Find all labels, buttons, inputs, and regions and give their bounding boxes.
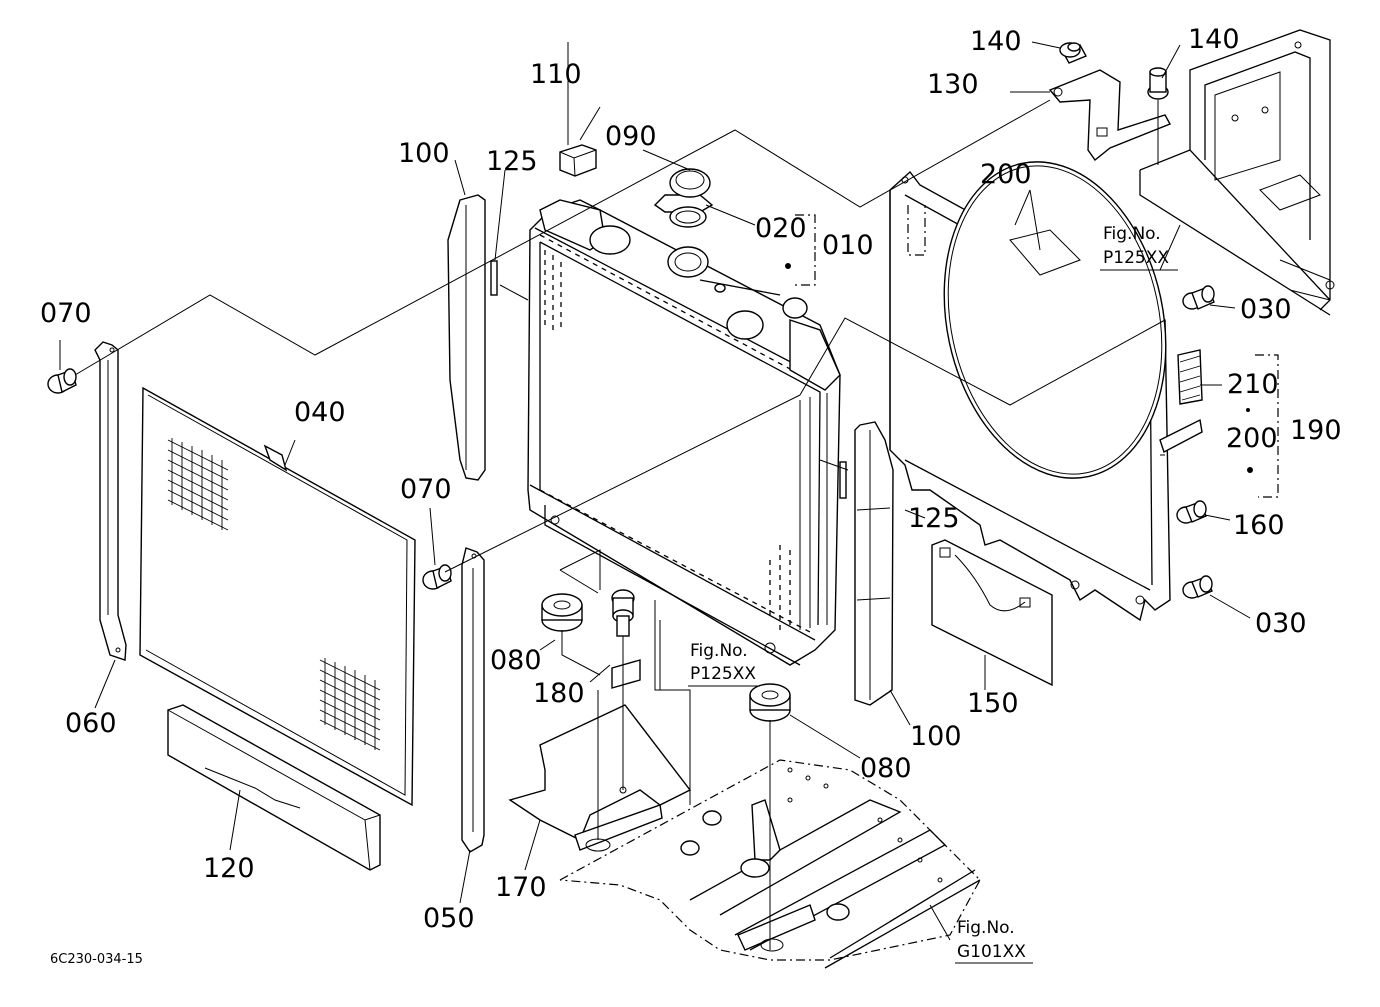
screen-mesh-upper: [167, 438, 229, 531]
callout-200-top: 200: [980, 159, 1032, 190]
fig-ref-middle: Fig.No. P125XX: [688, 641, 760, 687]
callout-180: 180: [533, 678, 585, 709]
bolt-160: [1176, 500, 1207, 524]
seal-100-left: [447, 194, 486, 481]
seal-210: [1177, 349, 1203, 405]
callout-125-left: 125: [486, 146, 538, 177]
part-callouts: 110 090 020 010 100 125 140 140 130 200 …: [40, 24, 1342, 934]
strip-125-left: [490, 260, 498, 296]
callout-080-right: 080: [860, 753, 912, 784]
cushion-110: [559, 144, 597, 177]
callout-140-left: 140: [970, 26, 1022, 57]
callout-110: 110: [530, 59, 582, 90]
radiator-010: [527, 199, 841, 666]
drawing-code: 6C230-034-15: [50, 952, 143, 967]
fig-number: G101XX: [957, 942, 1026, 962]
callout-060: 060: [65, 708, 117, 739]
fig-label: Fig.No.: [1103, 224, 1161, 244]
fig-label: Fig.No.: [957, 918, 1015, 938]
callout-100-left: 100: [398, 138, 450, 169]
callout-125-right: 125: [908, 503, 960, 534]
fig-number: P125XX: [1103, 248, 1169, 268]
callout-140-right: 140: [1188, 24, 1240, 55]
engine-frame-top-right: [1139, 29, 1335, 316]
callout-050: 050: [423, 903, 475, 934]
bolt-070-middle: [422, 564, 452, 590]
screen-040: [139, 386, 416, 807]
bracket-050: [461, 547, 485, 853]
callout-100-right: 100: [910, 721, 962, 752]
seal-100-right: [854, 421, 894, 706]
cap-090: [669, 168, 711, 198]
screen-mesh-lower: [319, 658, 381, 751]
callout-080-left: 080: [490, 645, 542, 676]
group-190-bracket: [1255, 354, 1279, 498]
filler-120: [167, 704, 381, 871]
fig-number: P125XX: [690, 664, 756, 684]
callout-170: 170: [495, 872, 547, 903]
bolt-070-left: [47, 368, 77, 394]
bracket-130: [1048, 69, 1171, 162]
bolt-180: [611, 589, 641, 689]
callout-150: 150: [967, 688, 1019, 719]
radiator-cap-020: [653, 194, 714, 228]
leader-lines: [59, 41, 1251, 950]
bolt-140-left: [1059, 42, 1087, 64]
callout-090: 090: [605, 121, 657, 152]
group-010-bracket: [795, 214, 816, 286]
callout-030-top: 030: [1240, 294, 1292, 325]
fig-ref-bottom: Fig.No. G101XX: [955, 918, 1033, 964]
bolt-030-top: [1182, 285, 1215, 310]
callout-190: 190: [1290, 415, 1342, 446]
bracket-170: [508, 704, 692, 852]
callout-160: 160: [1233, 510, 1285, 541]
callout-020: 020: [755, 213, 807, 244]
cover-150: [931, 539, 1053, 687]
fig-ref-top-right: Fig.No. P125XX: [1100, 224, 1178, 271]
callout-070-left: 070: [40, 298, 92, 329]
cushion-080-right: [749, 683, 791, 722]
chassis-frame-bottom: [559, 759, 981, 969]
callout-040: 040: [294, 397, 346, 428]
callout-030-bottom: 030: [1255, 608, 1307, 639]
callout-010: 010: [822, 230, 874, 261]
bracket-060: [94, 341, 127, 661]
callout-130: 130: [927, 69, 979, 100]
callout-070-middle: 070: [400, 474, 452, 505]
fig-label: Fig.No.: [690, 641, 748, 661]
bolt-030-bottom: [1182, 575, 1213, 599]
cushion-080-left: [541, 593, 583, 632]
callout-210: 210: [1227, 369, 1279, 400]
callout-200-right: 200: [1226, 423, 1278, 454]
strip-125-right: [839, 461, 847, 499]
callout-120: 120: [203, 853, 255, 884]
